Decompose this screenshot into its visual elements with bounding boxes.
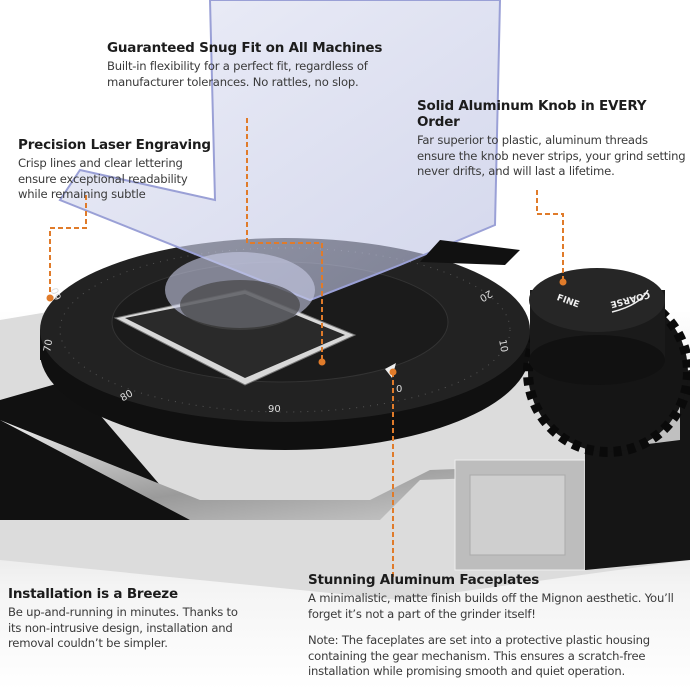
leader-snug-fit	[246, 118, 323, 362]
callout-installation: Installation is a Breeze Be up-and-runni…	[8, 586, 253, 652]
callout-body: Built-in flexibility for a perfect fit, …	[107, 59, 368, 89]
callout-body: Be up-and-running in minutes. Thanks to …	[8, 605, 238, 650]
hopper	[58, 0, 520, 330]
leader-laser	[49, 195, 87, 296]
dial-number: 0	[396, 384, 402, 395]
callout-aluminum-knob: Solid Aluminum Knob in EVERY Order Far s…	[417, 98, 687, 180]
callout-laser-engraving: Precision Laser Engraving Crisp lines an…	[18, 137, 218, 203]
rotate-arrow-icon	[611, 289, 649, 313]
callout-note: Note: The faceplates are set into a prot…	[308, 633, 650, 678]
callout-body: A minimalistic, matte finish builds off …	[308, 591, 674, 621]
leader-knob	[536, 190, 564, 280]
dial-number: 90	[268, 404, 281, 415]
callout-title: Solid Aluminum Knob in EVERY Order	[417, 98, 647, 130]
callout-snug-fit: Guaranteed Snug Fit on All Machines Buil…	[107, 40, 407, 90]
callout-title: Precision Laser Engraving	[18, 137, 211, 153]
adjustment-knob: COARSE FINE	[523, 268, 690, 457]
callout-body: Far superior to plastic, aluminum thread…	[417, 133, 686, 178]
callout-body: Crisp lines and clear lettering ensure e…	[18, 156, 188, 201]
callout-title: Installation is a Breeze	[8, 586, 178, 602]
dial-number: 70	[42, 339, 55, 353]
dial-number: 10	[496, 339, 509, 353]
callout-faceplates: Stunning Aluminum Faceplates A minimalis…	[308, 572, 688, 680]
callout-title: Guaranteed Snug Fit on All Machines	[107, 40, 383, 56]
callout-title: Stunning Aluminum Faceplates	[308, 572, 540, 588]
leader-lines	[49, 118, 564, 580]
